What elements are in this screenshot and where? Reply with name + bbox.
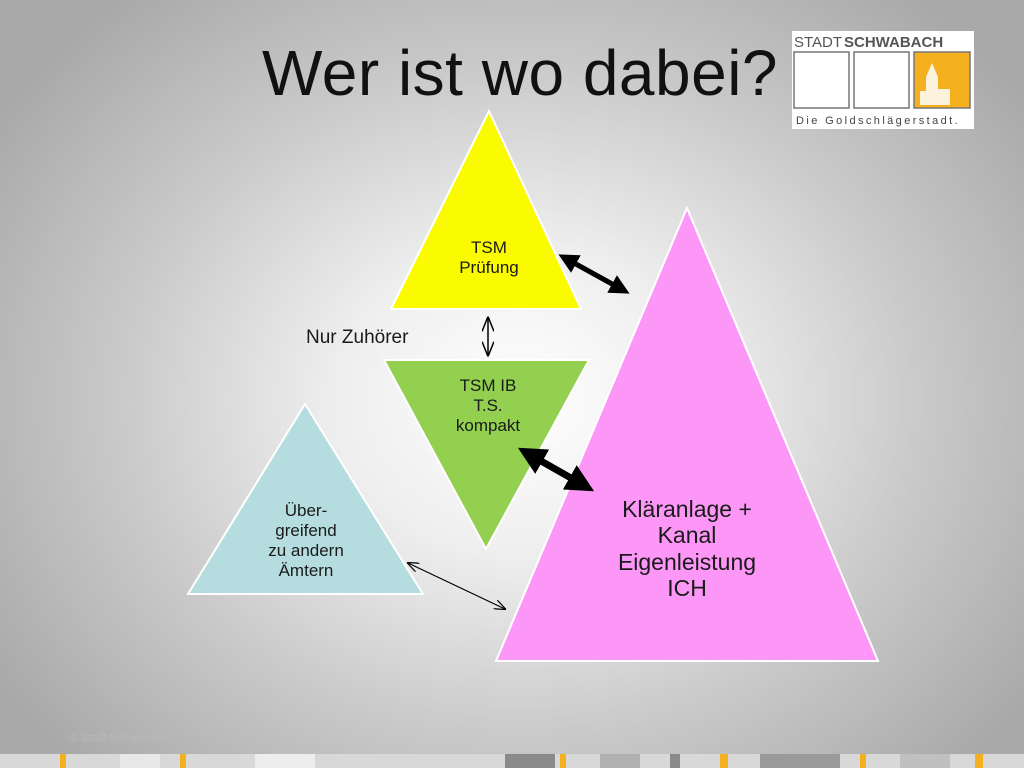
klaeranlage-triangle xyxy=(494,205,880,662)
uebergreifend-triangle xyxy=(186,402,425,595)
klaeranlage-label: Kläranlage + Kanal Eigenleistung ICH xyxy=(617,496,757,602)
logo-tagline: Die Goldschlägerstadt. xyxy=(796,115,960,127)
arrow-pruefung-klaeranlage xyxy=(558,254,630,294)
uebergreifend-label: Über- greifend zu andern Ämtern xyxy=(268,501,344,581)
logo-text-bold: SCHWABACH xyxy=(844,34,943,51)
church-icon xyxy=(920,63,950,105)
arrow-ib-klaeranlage xyxy=(517,447,595,492)
tsm-ib-label: TSM IB T.S. kompakt xyxy=(455,376,521,436)
slide-title: Wer ist wo dabei? xyxy=(262,37,778,109)
tsm-pruefung-label: TSM Prüfung xyxy=(459,238,519,278)
logo-text-light: STADT xyxy=(794,34,842,51)
footer-copyright: © Stadt Schwabach xyxy=(70,732,167,744)
footer-stripe-bar xyxy=(0,754,1024,768)
nur-zuhoerer-label: Nur Zuhörer xyxy=(306,327,409,348)
arrow-uebergreifend-klaeranlage xyxy=(408,563,505,609)
stadt-schwabach-logo: STADT SCHWABACH Die Goldschlägerstadt. xyxy=(792,31,974,129)
tsm-pruefung-triangle xyxy=(389,108,583,310)
